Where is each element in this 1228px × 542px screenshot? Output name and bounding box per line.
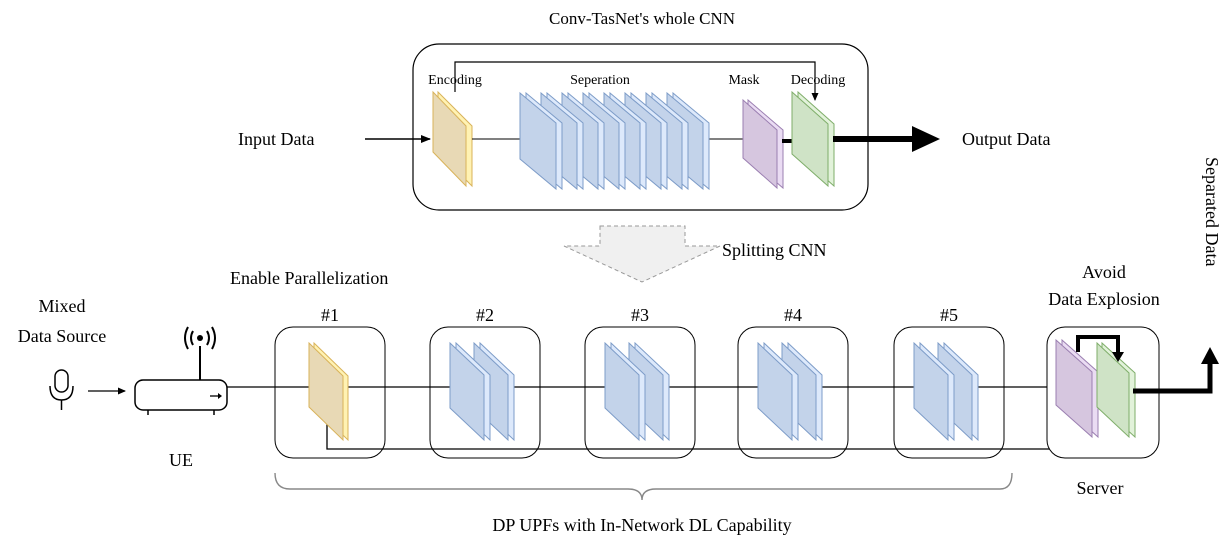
server-loop-arrow — [1076, 335, 1120, 355]
upf-node: #2 — [429, 305, 541, 459]
upf-node: #1 — [274, 305, 386, 459]
top-mask-layer — [742, 98, 784, 190]
conv-tasnet-box — [412, 43, 869, 211]
upf-node: #3 — [584, 305, 696, 459]
microphone-icon — [49, 369, 74, 410]
upf-node-box — [737, 326, 849, 459]
server-label: Server — [1077, 478, 1124, 498]
upf-node: #5 — [893, 305, 1005, 459]
upf-brace — [274, 472, 1013, 501]
separation-stack — [519, 91, 710, 191]
separated-output-arrow — [1133, 362, 1213, 394]
server-note-line2: Data Explosion — [1048, 289, 1159, 309]
upf-node-label: #1 — [321, 305, 339, 325]
upf-node-label: #4 — [784, 305, 802, 325]
source-line1: Mixed — [39, 296, 86, 316]
output-arrowhead — [912, 126, 940, 152]
skip-connection-line — [454, 61, 819, 101]
upf-node-label: #2 — [476, 305, 494, 325]
upf-separation-slab — [913, 341, 955, 442]
upf-node-label: #5 — [940, 305, 958, 325]
splitting-label: Splitting CNN — [722, 240, 827, 260]
mask-label: Mask — [728, 73, 759, 88]
upf-separation-slab — [604, 341, 646, 442]
upf-separation-slab — [449, 341, 491, 442]
upf-node-label: #3 — [631, 305, 649, 325]
upf-node-box — [584, 326, 696, 459]
parallel-label: Enable Parallelization — [230, 268, 388, 288]
source-line2: Data Source — [18, 326, 106, 346]
router-icon — [134, 326, 228, 415]
top-decoder-layer — [791, 90, 835, 188]
server-loop-arrowhead — [1112, 352, 1124, 362]
upf-nodes: #1 #2 #3 #4 #5 — [274, 305, 1005, 459]
top-encoder-layer — [432, 90, 473, 188]
ue-label: UE — [169, 450, 193, 470]
upf-node-box — [429, 326, 541, 459]
upf-encoder-layer — [308, 341, 349, 442]
return-path-line — [326, 422, 1112, 450]
separated-output-arrowhead — [1201, 347, 1219, 364]
output-data-label: Output Data — [962, 129, 1050, 149]
server-note-line1: Avoid — [1082, 262, 1126, 282]
top-title: Conv-TasNet's whole CNN — [549, 9, 735, 28]
splitting-arrow — [563, 225, 721, 283]
upf-node-box — [893, 326, 1005, 459]
separation-slab — [519, 91, 563, 191]
server-mask-layer — [1055, 338, 1099, 439]
brace-label: DP UPFs with In-Network DL Capability — [492, 515, 791, 535]
upf-node-box — [274, 326, 386, 459]
decoding-label: Decoding — [791, 73, 845, 88]
upf-separation-slab — [757, 341, 799, 442]
input-data-label: Input Data — [238, 129, 314, 149]
separated-data-label: Separated Data — [1202, 157, 1222, 266]
upf-node: #4 — [737, 305, 849, 459]
separation-label: Seperation — [570, 73, 630, 88]
server-decoder-layer — [1096, 341, 1136, 439]
